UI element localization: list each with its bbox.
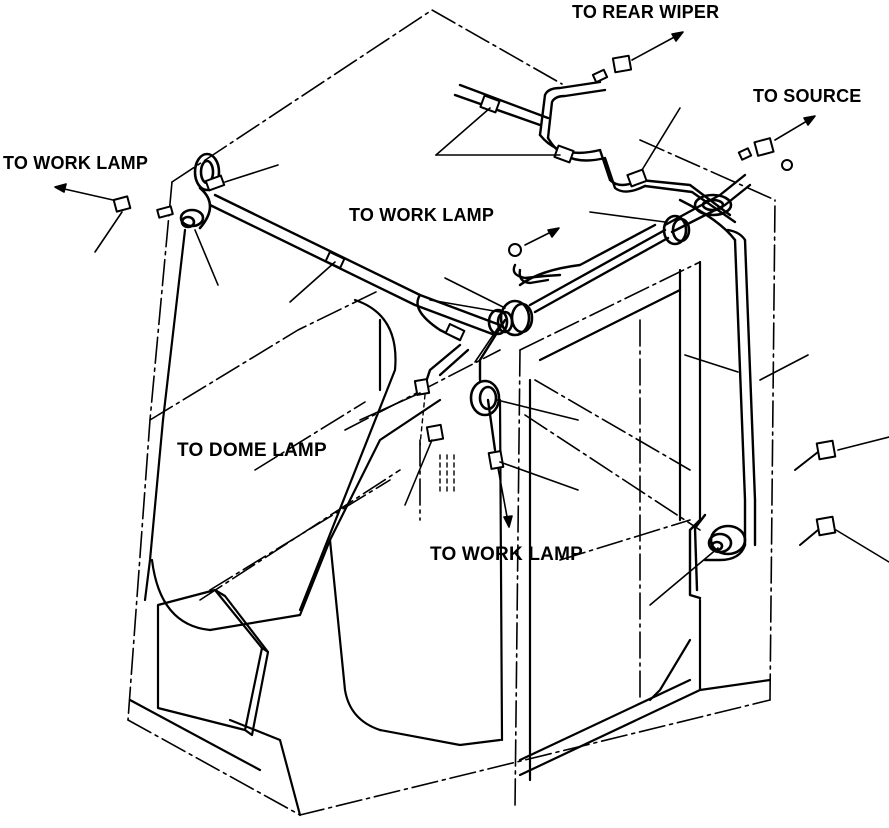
dome-lamp-hatch	[419, 394, 455, 496]
cab-structure	[128, 228, 772, 817]
dome-lamp-housing	[469, 379, 501, 417]
label-to-work-lamp-bottom: TO WORK LAMP	[430, 544, 583, 565]
connector-source	[753, 137, 775, 157]
connector-work-lamp-left	[112, 195, 132, 213]
connector-work-lamp-center	[508, 243, 522, 257]
wire-harness	[208, 80, 757, 600]
clamp-ring-right	[662, 214, 688, 246]
ring-clamps	[179, 152, 747, 556]
label-to-rear-wiper: TO REAR WIPER	[572, 2, 720, 22]
connector-right-upper	[815, 439, 837, 461]
clamp-ring-upper-right	[693, 193, 733, 217]
cab-frame	[127, 9, 776, 816]
control-box	[156, 588, 270, 737]
connector-rear-wiper	[611, 54, 633, 74]
connector-work-lamp-bottom	[487, 450, 505, 470]
label-to-source: TO SOURCE	[753, 86, 862, 106]
label-to-work-lamp-left: TO WORK LAMP	[3, 153, 149, 173]
connectors	[112, 54, 837, 546]
label-to-work-lamp-center: TO WORK LAMP	[349, 205, 495, 225]
connector-rear-harness	[626, 168, 648, 188]
connector-windshield-b	[553, 144, 575, 164]
direction-arrows	[54, 31, 816, 528]
arrow-work-lamp-bottom	[497, 467, 509, 523]
connector-dome-lamp	[413, 378, 431, 396]
arrow-rear-wiper	[631, 33, 681, 61]
connector-source-plug	[781, 159, 793, 171]
connector-center-left	[444, 323, 466, 341]
arrow-work-lamp-left	[59, 187, 114, 201]
connector-left-ring	[204, 174, 226, 192]
connector-right-lower	[815, 515, 837, 537]
clamp-ring-center	[499, 299, 531, 337]
clamp-ring-left-top	[193, 152, 221, 192]
connector-left-mid	[324, 251, 346, 269]
callout-leaders	[94, 107, 889, 606]
label-to-dome-lamp: TO DOME LAMP	[177, 440, 327, 461]
